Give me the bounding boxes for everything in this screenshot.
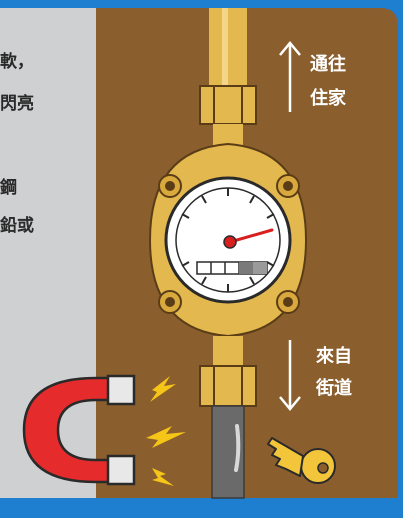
key-icon bbox=[267, 437, 336, 484]
left-text-line-3: 鋼 bbox=[0, 178, 17, 198]
bottom-coupling bbox=[199, 365, 257, 407]
dial-ticks bbox=[181, 188, 275, 292]
odometer bbox=[196, 261, 268, 275]
lightning-icon-2 bbox=[146, 426, 186, 448]
lightning-icon-3 bbox=[152, 468, 174, 486]
needle-hub bbox=[223, 235, 237, 249]
dial-needle bbox=[228, 228, 274, 244]
top-coupling bbox=[199, 85, 257, 125]
lightning-icon-1 bbox=[150, 376, 176, 402]
left-text-line-4: 鉛或 bbox=[0, 216, 34, 236]
left-text-line-2: 閃亮 bbox=[0, 94, 34, 114]
magnet-icon bbox=[22, 374, 136, 486]
top-label-line-1: 通往 bbox=[310, 54, 346, 75]
left-text-line-1: 軟， bbox=[0, 52, 34, 72]
top-label-line-2: 住家 bbox=[310, 88, 346, 109]
bottom-label-line-1: 來自 bbox=[316, 346, 352, 367]
bottom-label-line-2: 街道 bbox=[316, 378, 352, 399]
